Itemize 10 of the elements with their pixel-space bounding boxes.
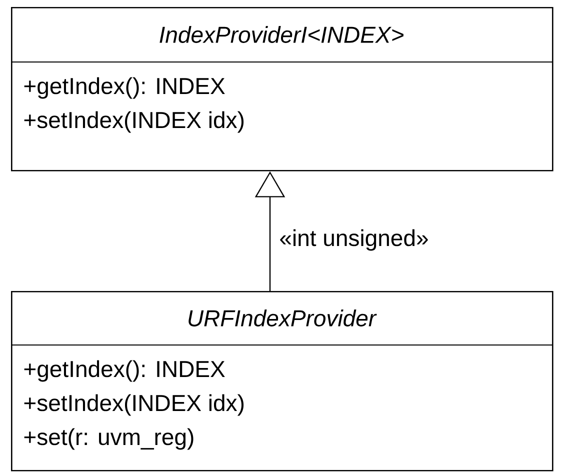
class-box [11,291,554,472]
class-name: IndexProviderI<INDEX> [160,26,404,43]
operation-text: +setIndex(INDEX idx) [24,394,244,416]
class-box [11,7,554,172]
operation-text: +getIndex(): INDEX [24,77,225,99]
operation-text: +getIndex(): INDEX [24,360,225,382]
edge-label: «int unsigned» [278,228,430,252]
operation-text: +set(r: uvm_reg) [24,428,194,450]
class-name: URFIndexProvider [188,310,377,326]
operation-text: +setIndex(INDEX idx) [24,111,244,133]
